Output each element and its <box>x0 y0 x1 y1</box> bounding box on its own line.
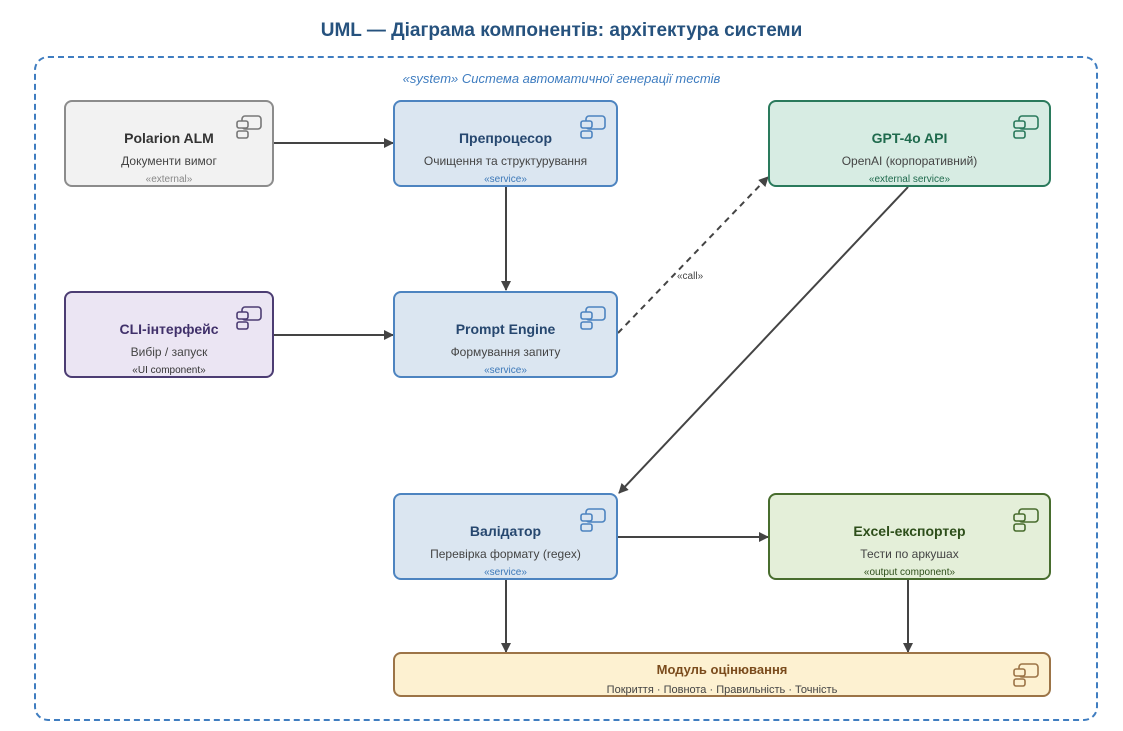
component-prompt-engine[interactable]: Prompt Engine Формування запиту «service… <box>393 291 618 378</box>
component-preprocessor[interactable]: Препроцесор Очищення та структурування «… <box>393 100 618 187</box>
component-stereotype: «external service» <box>868 174 951 185</box>
component-stereotype: «service» <box>484 567 527 578</box>
edge-prompt-gpt-call <box>617 176 769 334</box>
component-stereotype: «external» <box>145 174 193 185</box>
component-desc: Тести по аркушах <box>860 547 959 561</box>
diagram-title: UML — Діаграма компонентів: архітектура … <box>320 20 803 41</box>
component-desc: Документи вимог <box>121 154 217 168</box>
component-desc: Формування запиту <box>450 345 561 359</box>
component-name: GPT-4o API <box>871 130 948 146</box>
component-icon <box>580 508 606 532</box>
component-validator[interactable]: Валідатор Перевірка формату (regex) «ser… <box>393 493 618 580</box>
component-stereotype: «UI component» <box>132 365 206 376</box>
component-icon <box>1013 508 1039 532</box>
edge-gpt-validator <box>618 186 909 494</box>
component-cli-interface[interactable]: CLI-інтерфейс Вибір / запуск «UI compone… <box>64 291 274 378</box>
call-label: «call» <box>677 271 704 282</box>
component-icon <box>1013 115 1039 139</box>
component-name: Препроцесор <box>458 130 553 146</box>
system-label: «system» Система автоматичної генерації … <box>402 71 721 86</box>
component-icon <box>1013 663 1039 687</box>
component-name: CLI-інтерфейс <box>119 321 219 337</box>
component-icon <box>236 115 262 139</box>
component-icon <box>236 306 262 330</box>
component-name: Prompt Engine <box>455 321 556 337</box>
component-name: Excel-експортер <box>853 523 966 539</box>
component-icon <box>580 306 606 330</box>
component-desc: Покриття · Повнота · Правильність · Точн… <box>606 684 838 696</box>
component-stereotype: «service» <box>484 174 527 185</box>
component-name: Модуль оцінювання <box>656 662 788 677</box>
component-excel-exporter[interactable]: Excel-експортер Тести по аркушах «output… <box>768 493 1051 580</box>
component-desc: Вибір / запуск <box>130 345 208 359</box>
component-polarion-alm[interactable]: Polarion ALM Документи вимог «external» <box>64 100 274 187</box>
component-icon <box>580 115 606 139</box>
component-name: Валідатор <box>469 523 542 539</box>
component-stereotype: «service» <box>484 365 527 376</box>
component-gpt-4o-api[interactable]: GPT-4o API OpenAI (корпоративний) «exter… <box>768 100 1051 187</box>
component-stereotype: «output component» <box>863 567 956 578</box>
component-desc: Перевірка формату (regex) <box>430 547 581 561</box>
system-boundary <box>34 56 1098 721</box>
component-desc: Очищення та структурування <box>423 154 588 168</box>
component-desc: OpenAI (корпоративний) <box>841 154 978 168</box>
component-name: Polarion ALM <box>124 130 214 146</box>
component-evaluation-module[interactable]: Модуль оцінювання Покриття · Повнота · П… <box>393 652 1051 697</box>
